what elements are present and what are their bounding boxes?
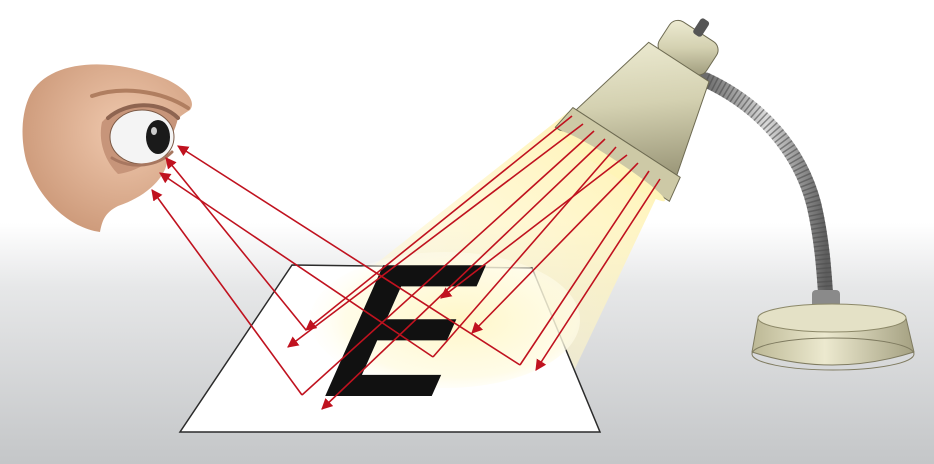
lamp-base-top xyxy=(758,304,906,332)
eye-highlight xyxy=(151,127,157,135)
iris xyxy=(146,120,170,154)
